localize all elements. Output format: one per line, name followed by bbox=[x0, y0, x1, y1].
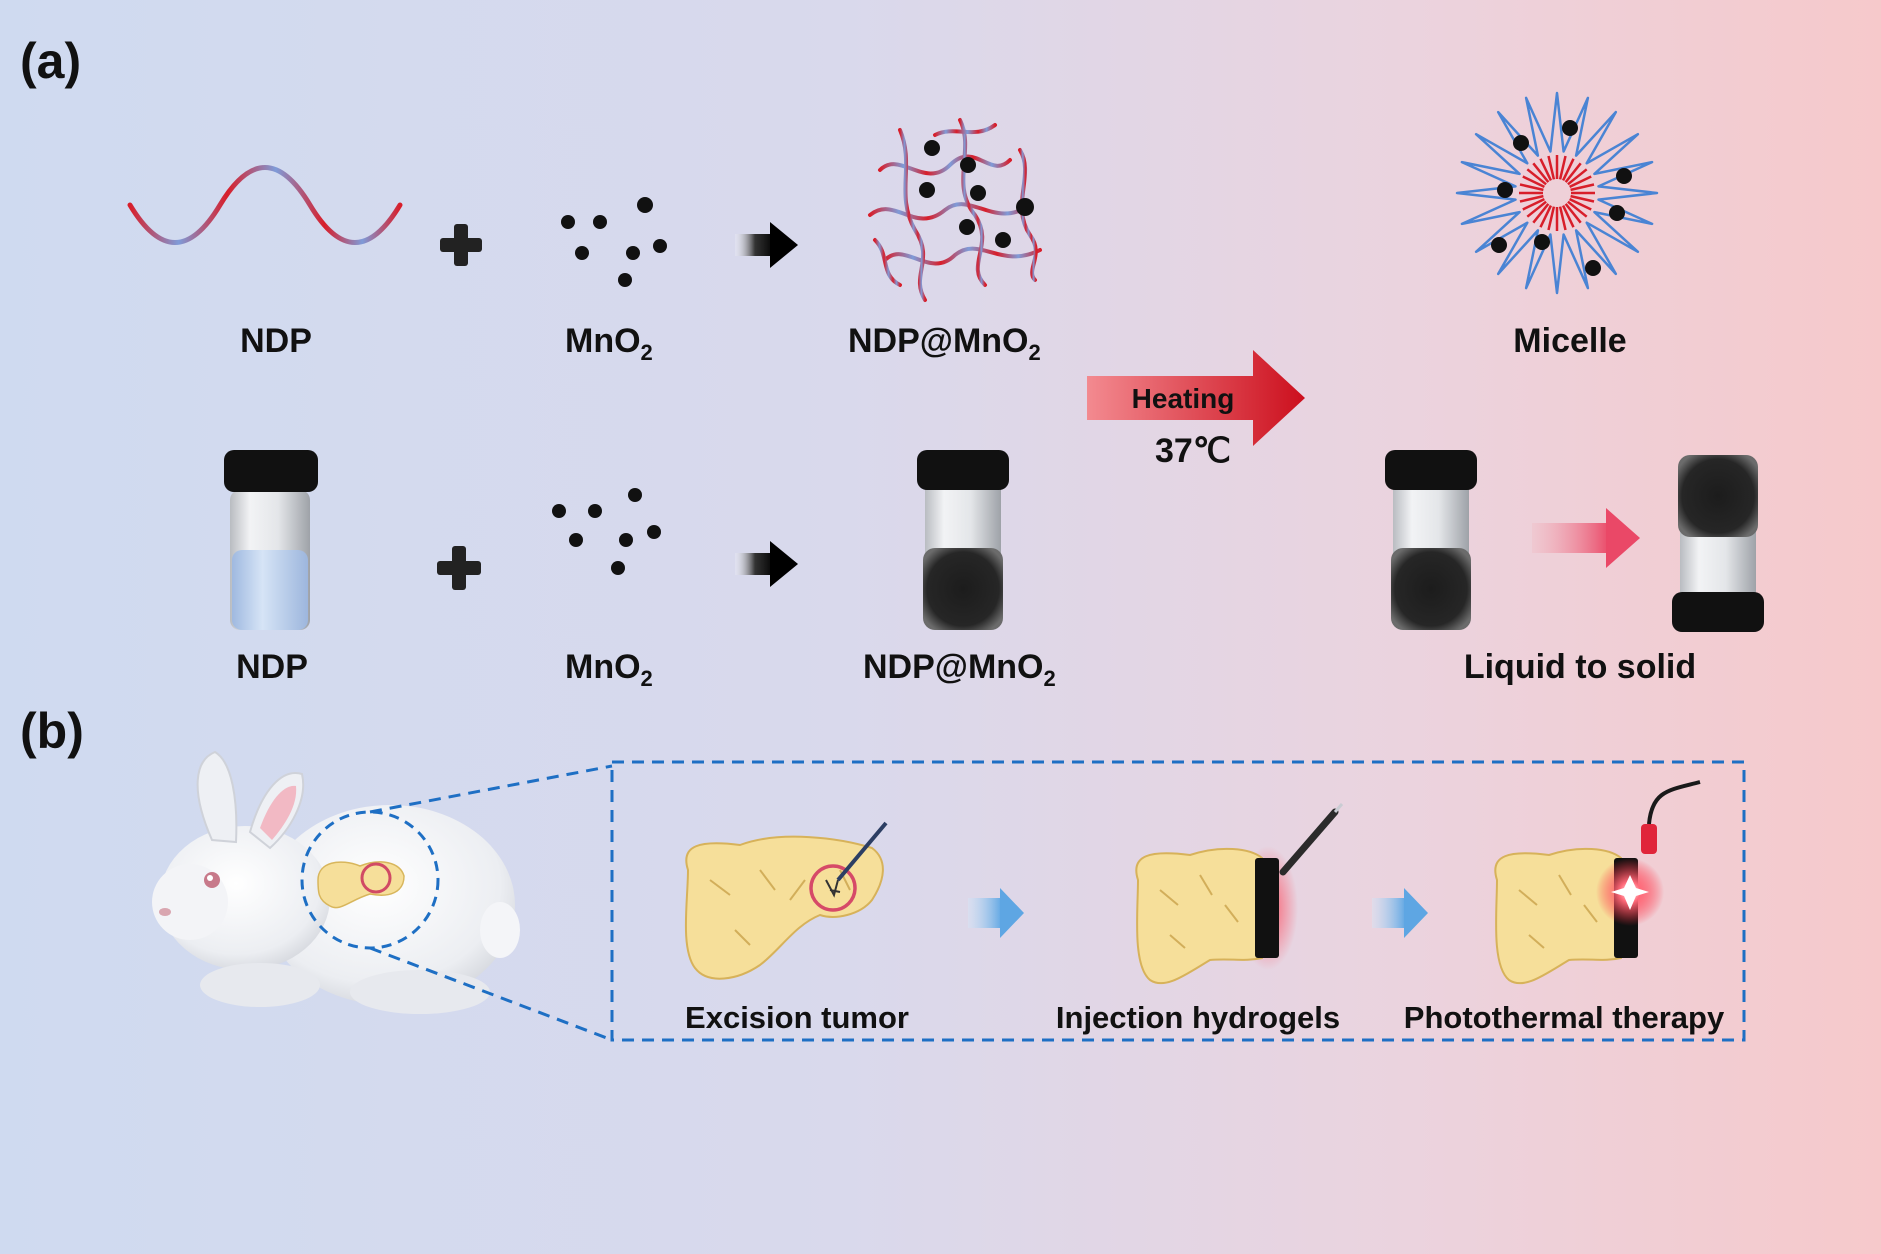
micelle-core-chain bbox=[1539, 205, 1553, 228]
micelle-core-chain bbox=[1567, 168, 1588, 186]
micelle-core-chain bbox=[1558, 155, 1567, 180]
micelle-core-chain bbox=[1532, 203, 1550, 224]
micelle-structure bbox=[1455, 91, 1659, 295]
row1-complex-label: NDP@MnO2 bbox=[848, 322, 1041, 365]
pancreas-photothermal bbox=[1494, 780, 1701, 985]
micelle-mno2-particle bbox=[1497, 182, 1513, 198]
micelle-core-chain bbox=[1539, 158, 1553, 181]
micelle-core-chain bbox=[1532, 162, 1550, 183]
pink-arrow-icon bbox=[1532, 508, 1640, 568]
step-injection-label: Injection hydrogels bbox=[1056, 1000, 1340, 1035]
zoom-line-top bbox=[369, 764, 613, 814]
micelle-mno2-particle bbox=[1534, 234, 1550, 250]
heating-arrow bbox=[1087, 350, 1305, 446]
ndp-polymer-chain bbox=[127, 165, 403, 245]
step-photothermal-label: Photothermal therapy bbox=[1404, 1000, 1725, 1035]
micelle-core-chain bbox=[1561, 158, 1575, 181]
row2-ndp-label: NDP bbox=[236, 648, 308, 686]
arrow-icon bbox=[735, 222, 798, 268]
pancreas-excision bbox=[684, 821, 888, 980]
row1-ndp-label: NDP bbox=[240, 322, 312, 360]
heating-label: Heating bbox=[1132, 383, 1235, 414]
row2-complex-label: NDP@MnO2 bbox=[863, 648, 1056, 691]
ndp-vial bbox=[224, 450, 318, 630]
micelle-mno2-particle bbox=[1609, 205, 1625, 221]
micelle-core-chain bbox=[1561, 205, 1575, 228]
panel-b-label: (b) bbox=[20, 703, 84, 759]
micelle-core-chain bbox=[1526, 168, 1547, 186]
panel-a-label: (a) bbox=[20, 33, 81, 89]
gel-vial-inverted bbox=[1672, 455, 1764, 632]
micelle-core-chain bbox=[1522, 175, 1545, 189]
micelle-core-chain bbox=[1547, 206, 1556, 231]
procedure-box bbox=[610, 760, 1746, 1042]
micelle-core-chain bbox=[1564, 203, 1582, 224]
blue-arrow-icon bbox=[968, 888, 1024, 938]
ndp-mno2-network bbox=[868, 118, 1042, 302]
arrow-icon bbox=[735, 541, 798, 587]
rabbit-illustration bbox=[152, 750, 520, 1014]
gel-vial-upright bbox=[1385, 450, 1477, 630]
plus-icon bbox=[440, 224, 482, 266]
micelle-core-chain bbox=[1558, 206, 1567, 231]
micelle-mno2-particle bbox=[1513, 135, 1529, 151]
micelle-core-chain bbox=[1519, 183, 1544, 192]
transition-label: Liquid to solid bbox=[1464, 648, 1696, 686]
micelle-core-chain bbox=[1522, 197, 1545, 211]
micelle-core-chain bbox=[1519, 194, 1544, 203]
micelle-mno2-particle bbox=[1562, 120, 1578, 136]
plus-icon bbox=[437, 546, 481, 590]
micelle-core-chain bbox=[1547, 155, 1556, 180]
micelle-core-chain bbox=[1570, 183, 1595, 192]
pancreas-injection bbox=[1135, 803, 1344, 985]
micelle-label: Micelle bbox=[1513, 322, 1626, 360]
micelle-core-chain bbox=[1570, 194, 1595, 203]
zoom-line-bottom bbox=[369, 946, 613, 1042]
network-mno2-particles bbox=[919, 140, 1034, 248]
micelle-mno2-particle bbox=[1585, 260, 1601, 276]
blue-arrow-icon bbox=[1372, 888, 1428, 938]
micelle-core-chain bbox=[1526, 200, 1547, 218]
mno2-nanoparticles bbox=[561, 197, 667, 287]
micelle-mno2-particle bbox=[1491, 237, 1507, 253]
row2-mno2-label: MnO2 bbox=[565, 648, 653, 691]
micelle-shell bbox=[1455, 91, 1659, 295]
temperature-label: 37℃ bbox=[1155, 432, 1231, 470]
mno2-nanoparticles bbox=[552, 488, 661, 575]
micelle-core-chain bbox=[1564, 162, 1582, 183]
micelle-core-chain bbox=[1567, 200, 1588, 218]
step-excision-label: Excision tumor bbox=[685, 1000, 909, 1035]
ndp-mno2-vial bbox=[917, 450, 1009, 630]
micelle-core-chain bbox=[1569, 175, 1592, 189]
micelle-core-chain bbox=[1569, 197, 1592, 211]
micelle-mno2-particle bbox=[1616, 168, 1632, 184]
row1-mno2-label: MnO2 bbox=[565, 322, 653, 365]
